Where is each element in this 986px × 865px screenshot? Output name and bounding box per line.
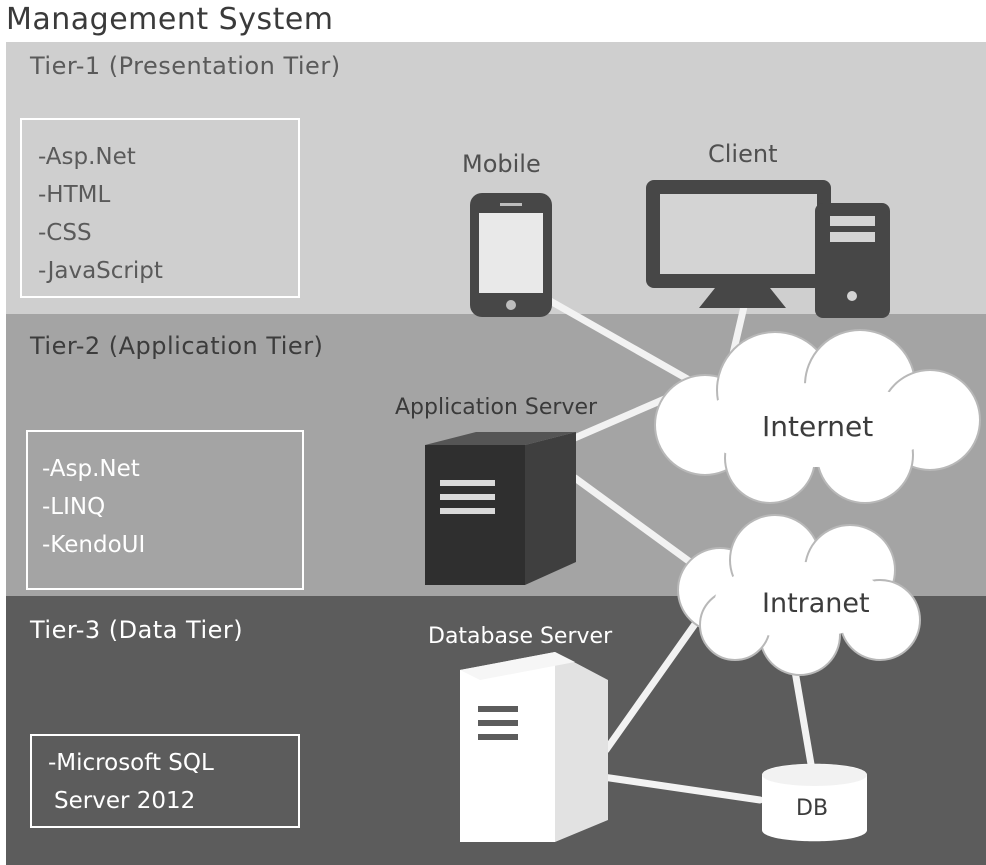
db-cylinder-icon xyxy=(762,763,867,842)
db-label: DB xyxy=(796,796,829,821)
tech-item: -Microsoft SQL xyxy=(48,750,214,776)
internet-label: Internet xyxy=(762,410,874,443)
tier-1-label: Tier-1 (Presentation Tier) xyxy=(30,52,341,80)
tech-item: -CSS xyxy=(38,220,92,246)
diagram-title: Management System xyxy=(6,2,334,37)
tier-2-tech-list: -Asp.Net -LINQ -KendoUI xyxy=(28,432,302,564)
tech-item: -Asp.Net xyxy=(42,456,140,482)
tech-item: Server 2012 xyxy=(54,788,196,814)
tier-3-tech-list: -Microsoft SQL Server 2012 xyxy=(32,736,298,820)
mobile-icon xyxy=(470,193,552,317)
database-server-label: Database Server xyxy=(428,624,613,649)
line-intranet-dbserver xyxy=(602,613,704,754)
application-server-icon xyxy=(425,432,576,585)
intranet-label: Intranet xyxy=(762,588,870,619)
tier-2-label: Tier-2 (Application Tier) xyxy=(30,332,324,360)
client-label: Client xyxy=(708,140,778,168)
line-mobile-internet xyxy=(541,294,702,389)
tech-item: -LINQ xyxy=(42,494,106,520)
tier-1-tech-box: -Asp.Net -HTML -CSS -JavaScript xyxy=(20,118,300,298)
application-server-label: Application Server xyxy=(395,395,598,420)
tech-item: -KendoUI xyxy=(42,532,146,558)
tier-3-tech-box: -Microsoft SQL Server 2012 xyxy=(30,734,300,828)
tech-item: -JavaScript xyxy=(38,258,163,284)
tier-2-tech-box: -Asp.Net -LINQ -KendoUI xyxy=(26,430,304,590)
tier-3-label: Tier-3 (Data Tier) xyxy=(30,616,244,644)
client-computer-icon xyxy=(646,180,890,318)
tier-1-tech-list: -Asp.Net -HTML -CSS -JavaScript xyxy=(22,120,298,290)
tech-item: -Asp.Net xyxy=(38,144,136,170)
database-server-icon xyxy=(460,652,608,842)
line-dbserver-db xyxy=(599,773,764,804)
tech-item: -HTML xyxy=(38,182,111,208)
mobile-label: Mobile xyxy=(462,150,541,178)
